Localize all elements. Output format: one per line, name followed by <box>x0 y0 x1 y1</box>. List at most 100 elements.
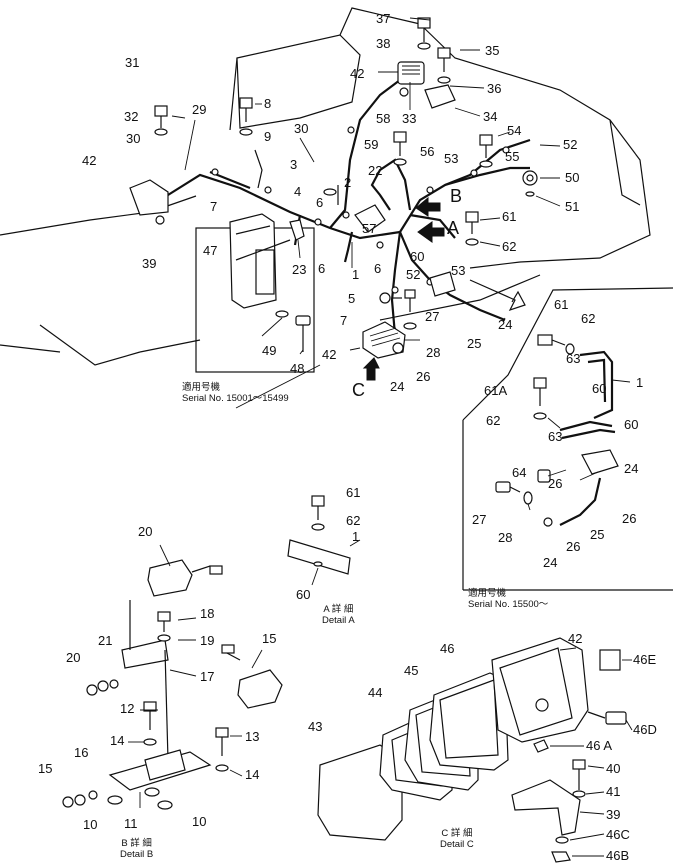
callout-5: 5 <box>348 291 356 306</box>
view-arrows <box>362 196 445 381</box>
callout-42-top: 42 <box>350 66 365 81</box>
callout-36: 36 <box>487 81 502 96</box>
callout-58: 58 <box>376 111 391 126</box>
caption-detail-c-jp: C 詳 細 <box>441 828 473 839</box>
callout-56: 56 <box>420 144 435 159</box>
callout-35: 35 <box>485 43 500 58</box>
caption-serial-left: 適用号機 Serial No. 15001～15499 <box>182 382 289 404</box>
caption-leader <box>235 364 321 409</box>
callout-33: 33 <box>402 111 417 126</box>
callout-44: 44 <box>368 685 383 700</box>
callout-30-left: 30 <box>126 131 141 146</box>
callout-10-right: 10 <box>192 814 207 829</box>
detail-a-drawing <box>287 495 351 575</box>
callout-41: 41 <box>606 784 621 799</box>
callout-32: 32 <box>124 109 139 124</box>
callout-28-top: 28 <box>426 345 441 360</box>
callout-61-detail-a: 61 <box>346 485 361 500</box>
callout-30-mid: 30 <box>294 121 309 136</box>
callout-24-inset-a: 24 <box>624 461 639 476</box>
callout-26-inset-c: 26 <box>566 539 581 554</box>
callout-15-top: 15 <box>262 631 277 646</box>
callout-45: 45 <box>404 663 419 678</box>
callout-25-inset: 25 <box>590 527 605 542</box>
callout-28-inset: 28 <box>498 530 513 545</box>
callout-29: 29 <box>192 102 207 117</box>
caption-serial-left-jp: 適用号機 <box>182 382 221 393</box>
callout-38: 38 <box>376 36 391 51</box>
callout-49: 49 <box>262 343 277 358</box>
callout-20-top: 20 <box>138 524 153 539</box>
callout-53-top: 53 <box>444 151 459 166</box>
caption-detail-a-jp: A 詳 細 <box>323 604 354 615</box>
callout-16: 16 <box>74 745 89 760</box>
callout-60-top: 60 <box>410 249 425 264</box>
caption-serial-right: 適用号機 Serial No. 15500～ <box>468 588 548 610</box>
caption-serial-left-en: Serial No. 15001～15499 <box>182 393 289 404</box>
callout-15-left: 15 <box>38 761 53 776</box>
callout-23: 23 <box>292 262 307 277</box>
callout-50: 50 <box>565 170 580 185</box>
callout-34: 34 <box>483 109 498 124</box>
caption-detail-c: C 詳 細 Detail C <box>440 828 474 850</box>
caption-serial-right-en: Serial No. 15500～ <box>468 599 549 610</box>
callout-13: 13 <box>245 729 260 744</box>
callout-60-inset-a: 60 <box>592 381 607 396</box>
top-bolts <box>129 17 538 359</box>
view-arrow-a-label: A <box>447 218 460 238</box>
callout-46A: 46 A <box>586 738 613 753</box>
inset-old-serial <box>195 213 315 373</box>
callout-63-inset-a: 63 <box>566 351 581 366</box>
callout-48: 48 <box>290 361 305 376</box>
callout-18: 18 <box>200 606 215 621</box>
caption-detail-b: B 詳 細 Detail B <box>120 838 153 860</box>
callout-22: 22 <box>368 163 383 178</box>
callout-26-top: 26 <box>416 369 431 384</box>
callout-39-top: 39 <box>142 256 157 271</box>
callout-42-left: 42 <box>82 153 97 168</box>
callout-20-left: 20 <box>66 650 81 665</box>
caption-detail-a-en: Detail A <box>322 615 355 626</box>
callout-42-detail-c: 42 <box>568 631 583 646</box>
callout-46D: 46D <box>633 722 657 737</box>
callout-7-mid: 7 <box>340 313 348 328</box>
callout-8: 8 <box>264 96 272 111</box>
callout-51: 51 <box>565 199 580 214</box>
callout-27-inset: 27 <box>472 512 487 527</box>
machine-body-outline <box>0 7 651 366</box>
callout-21: 21 <box>98 633 113 648</box>
callout-63-inset-b: 63 <box>548 429 563 444</box>
callout-46: 46 <box>440 641 455 656</box>
callout-39-detail-c: 39 <box>606 807 621 822</box>
callout-59: 59 <box>364 137 379 152</box>
callout-2: 2 <box>344 175 352 190</box>
callout-62-inset-b: 62 <box>486 413 501 428</box>
callout-24-arrow: 24 <box>498 317 513 332</box>
callout-53-mid: 53 <box>451 263 466 278</box>
callout-25-top: 25 <box>467 336 482 351</box>
caption-detail-a: A 詳 細 Detail A <box>322 604 355 626</box>
callout-24-mid: 24 <box>390 379 405 394</box>
callout-46B: 46B <box>606 848 630 863</box>
callout-61-top: 61 <box>502 209 517 224</box>
callout-14-left: 14 <box>110 733 125 748</box>
callout-57: 57 <box>362 221 377 236</box>
detail-c-drawing <box>317 637 627 863</box>
callout-14-right: 14 <box>245 767 260 782</box>
caption-detail-b-en: Detail B <box>120 849 154 860</box>
callout-1-detail-a: 1 <box>352 529 360 544</box>
caption-detail-c-en: Detail C <box>440 839 474 850</box>
callout-1-inset: 1 <box>636 375 644 390</box>
callout-52-mid: 52 <box>406 267 421 282</box>
callout-7-top: 7 <box>210 199 218 214</box>
callout-6-c: 6 <box>374 261 382 276</box>
callout-47: 47 <box>203 243 218 258</box>
callout-40: 40 <box>606 761 621 776</box>
callout-19: 19 <box>200 633 215 648</box>
callout-46E: 46E <box>633 652 657 667</box>
callout-11: 11 <box>124 816 138 831</box>
callout-31: 31 <box>125 55 140 70</box>
caption-serial-right-jp: 適用号機 <box>468 588 507 599</box>
callout-12: 12 <box>120 701 135 716</box>
